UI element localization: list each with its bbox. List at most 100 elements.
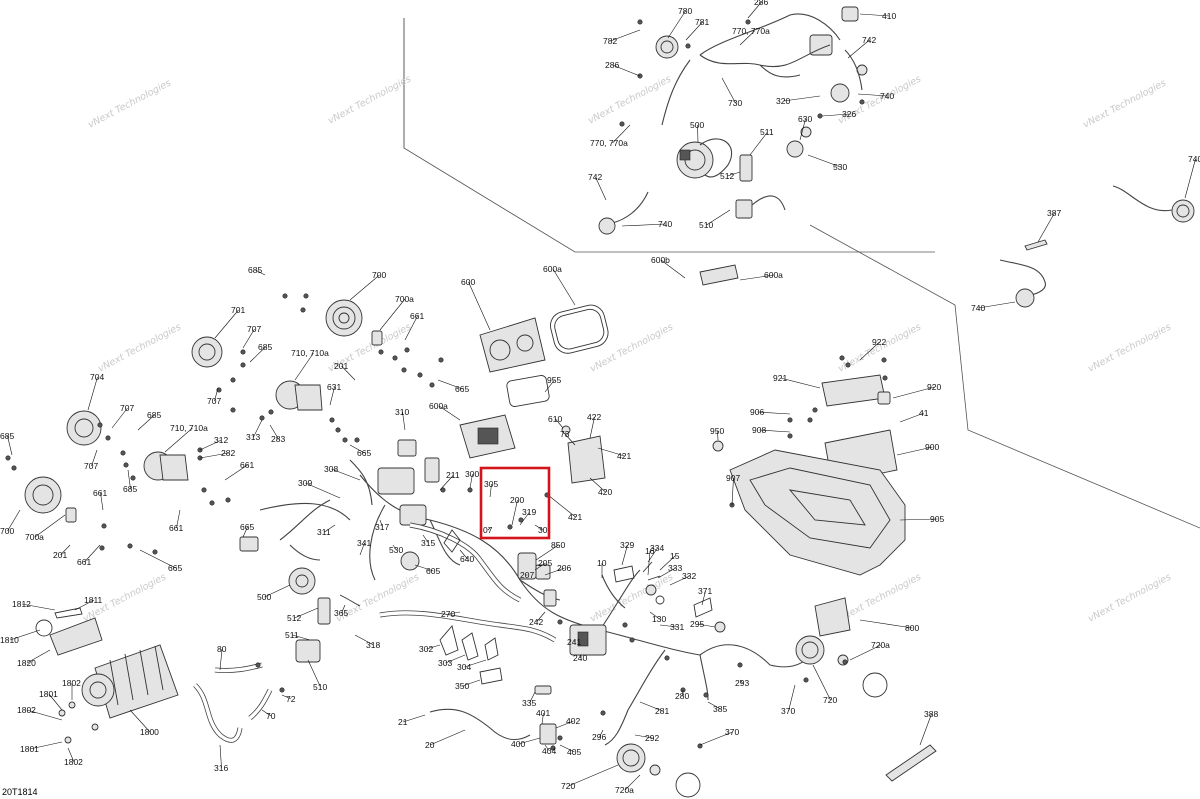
- watermark-text: vNext Technologies: [96, 322, 183, 375]
- fastener: [697, 743, 703, 749]
- leader-line: [359, 542, 365, 556]
- callout-511: 511: [285, 630, 299, 640]
- callout-16: 16: [645, 546, 655, 556]
- leader-line: [659, 624, 678, 628]
- leader-line: [341, 365, 356, 381]
- callout-270: 270: [441, 609, 455, 619]
- leader-line: [547, 494, 576, 518]
- leader-line: [544, 379, 555, 393]
- part-665-connector: [239, 536, 259, 552]
- callout-365: 365: [334, 608, 348, 618]
- leader-line: [404, 315, 418, 341]
- part-329: [613, 565, 635, 583]
- leader-line: [292, 634, 311, 641]
- leader-line: [749, 131, 768, 156]
- callout-720: 720: [823, 695, 837, 705]
- part-780: [655, 35, 679, 59]
- leader-line: [747, 1, 762, 19]
- callout-707: 707: [84, 461, 98, 471]
- fastener: [817, 113, 823, 119]
- part-420: [567, 435, 606, 484]
- parts-tubes: [193, 522, 557, 743]
- fastener: [629, 637, 635, 643]
- fastener: [859, 99, 865, 105]
- callout-286: 286: [754, 0, 768, 7]
- fastener: [664, 655, 670, 661]
- callout-700a: 700a: [395, 294, 414, 304]
- callout-283: 283: [271, 434, 285, 444]
- leader-line: [579, 654, 581, 659]
- leader-line: [624, 774, 641, 791]
- part-511-top: [739, 154, 753, 182]
- part-720a-bottom: [675, 772, 701, 798]
- callout-1810: 1810: [0, 635, 19, 645]
- part-harness-connector: [424, 457, 440, 483]
- leader-line: [649, 611, 660, 620]
- part-800: [814, 597, 851, 637]
- part-700-top: [325, 299, 363, 337]
- fastener: [342, 437, 348, 443]
- fastener: [882, 375, 888, 381]
- fastener: [130, 475, 136, 481]
- callout-605: 605: [426, 566, 440, 576]
- leader-line: [721, 77, 736, 104]
- leader-line: [552, 268, 576, 306]
- leader-line: [469, 473, 473, 489]
- leader-line: [34, 514, 66, 538]
- callout-770--770a: 770, 770a: [732, 26, 770, 36]
- leader-line: [541, 712, 544, 725]
- part-320: [830, 83, 850, 103]
- fastener: [282, 293, 288, 299]
- leader-line: [849, 644, 882, 661]
- part-335: [534, 685, 552, 695]
- callout-800: 800: [905, 623, 919, 633]
- fastener: [99, 545, 105, 551]
- callout-341: 341: [357, 538, 371, 548]
- callout-1811: 1811: [84, 595, 103, 605]
- leader-line: [739, 679, 743, 684]
- callout-20: 20: [425, 740, 435, 750]
- leader-line: [253, 419, 263, 438]
- part-1810: [35, 619, 53, 637]
- leader-line: [139, 549, 176, 569]
- fastener: [803, 677, 809, 683]
- callout-922: 922: [872, 337, 886, 347]
- part-303: [461, 632, 479, 661]
- fastener: [5, 455, 11, 461]
- callout-600a: 600a: [764, 270, 783, 280]
- leader-line: [529, 691, 536, 704]
- callout-685: 685: [0, 431, 14, 441]
- part-630: [786, 140, 804, 158]
- part-950: [712, 440, 724, 452]
- leader-line: [84, 544, 101, 563]
- callout-685: 685: [248, 265, 262, 275]
- callout-07: 07: [483, 525, 493, 535]
- fastener: [120, 450, 126, 456]
- leader-line: [697, 623, 716, 628]
- part-1820: [49, 617, 103, 656]
- callout-1802: 1802: [64, 757, 83, 767]
- watermark-text: vNext Technologies: [586, 74, 673, 127]
- leader-line: [414, 564, 434, 572]
- fastener: [550, 745, 556, 751]
- callout-304: 304: [457, 662, 471, 672]
- leader-line: [707, 701, 721, 710]
- part-920: [821, 374, 886, 407]
- part-371: [693, 597, 713, 618]
- leader-line: [87, 376, 98, 411]
- leader-line: [595, 176, 607, 201]
- fastener: [378, 349, 384, 355]
- part-600: [479, 317, 546, 373]
- leader-line: [242, 328, 255, 349]
- callout-310: 310: [395, 407, 409, 417]
- callout-630: 630: [798, 114, 812, 124]
- part-387: [1024, 239, 1048, 251]
- fastener: [787, 417, 793, 423]
- callout-1802: 1802: [62, 678, 81, 688]
- callout-422: 422: [587, 412, 601, 422]
- leader-line: [821, 113, 850, 117]
- leader-line: [219, 744, 222, 769]
- callout-1802: 1802: [17, 705, 36, 715]
- leader-line: [610, 29, 641, 42]
- callout-665: 665: [455, 384, 469, 394]
